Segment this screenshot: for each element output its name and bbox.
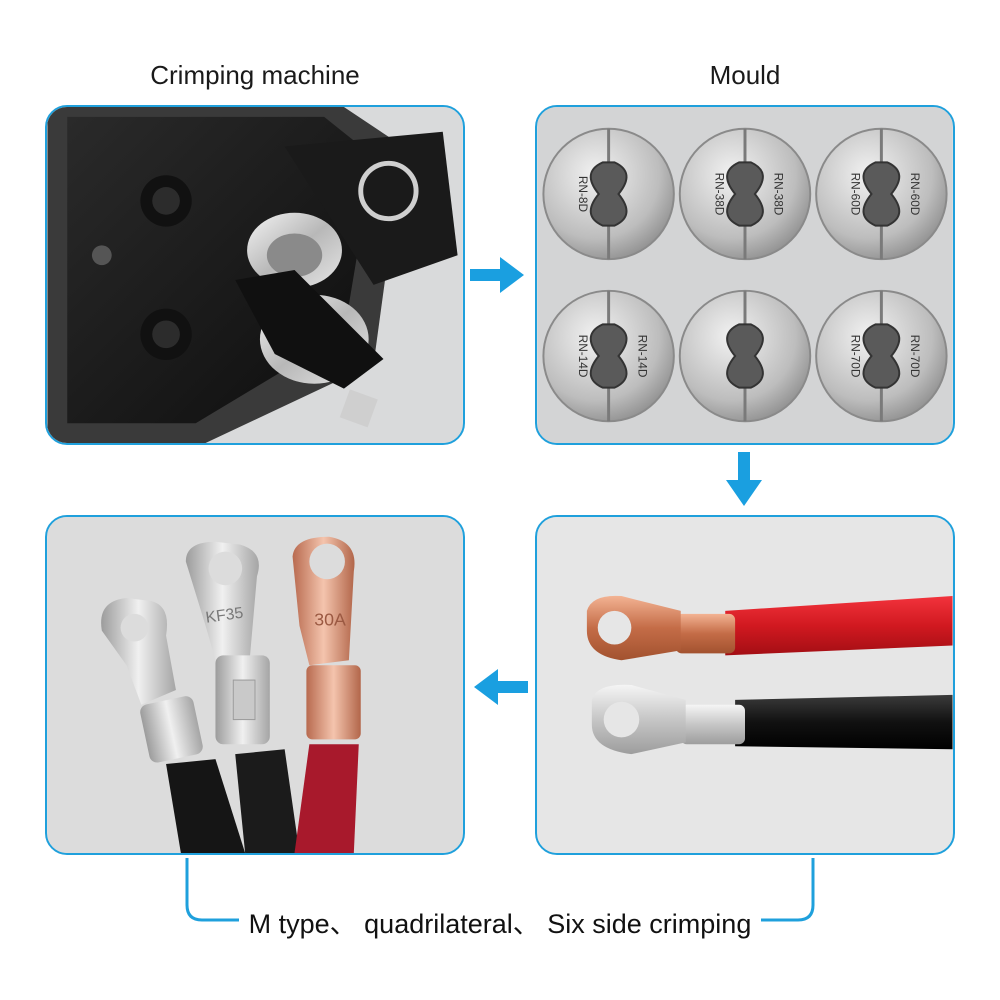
mould-die-label: RN-38D bbox=[712, 173, 726, 216]
terminal-mark-kf35: KF35 bbox=[205, 605, 245, 627]
mould-die: RN-70D RN-70D bbox=[815, 289, 948, 423]
arrow-left-icon bbox=[474, 669, 528, 705]
mould-die-label: RN-60D bbox=[849, 173, 863, 216]
mould-die-label: RN-8D bbox=[576, 176, 590, 212]
mould-die: RN-38D RN-38D bbox=[678, 127, 812, 261]
mould-die-label: RN-38D bbox=[772, 173, 786, 216]
mould-die-label: RN-14D bbox=[635, 335, 649, 378]
arrow-down-icon bbox=[726, 452, 762, 506]
mould-label: Mould bbox=[709, 60, 781, 90]
crimping-machine-image bbox=[47, 107, 463, 443]
ring-terminals-image bbox=[537, 517, 953, 853]
crimping-machine-label: Crimping machine bbox=[150, 60, 360, 90]
mould-die: RN-14D RN-14D bbox=[542, 289, 675, 423]
mould-die-label: RN-70D bbox=[849, 335, 863, 378]
mould-die-label: RN-70D bbox=[908, 335, 922, 378]
crimping-machine-panel bbox=[45, 105, 465, 445]
crimped-terminals-image: KF35 30A bbox=[47, 517, 463, 853]
mould-die-label: RN-60D bbox=[908, 173, 922, 216]
mould-die-label: RN-14D bbox=[576, 335, 590, 378]
caption: M type、 quadrilateral、 Six side crimping bbox=[0, 902, 1000, 941]
mould-die bbox=[678, 289, 812, 423]
terminal-mark-30a: 30A bbox=[314, 610, 346, 630]
caption-text: M type、 quadrilateral、 Six side crimping bbox=[238, 909, 762, 939]
mould-die: RN-8D bbox=[542, 127, 675, 261]
crimped-terminals-panel: KF35 30A bbox=[45, 515, 465, 855]
arrow-right-icon bbox=[470, 257, 524, 293]
mould-die: RN-60D RN-60D bbox=[815, 127, 948, 261]
ring-terminals-panel bbox=[535, 515, 955, 855]
